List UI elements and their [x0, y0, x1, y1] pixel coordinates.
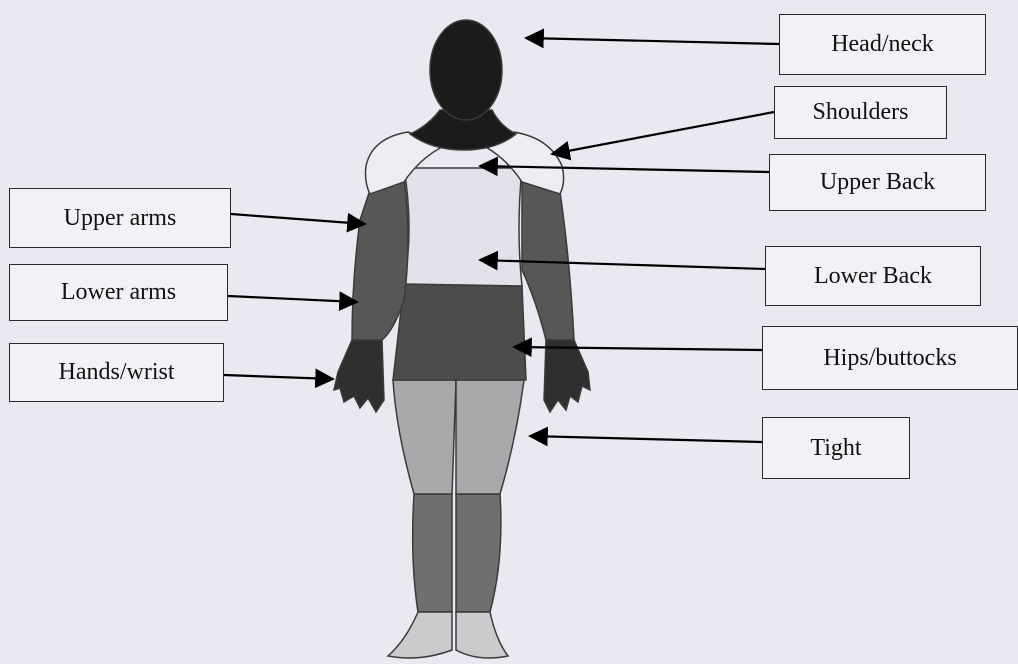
- arrow-lower-arms: [228, 296, 357, 302]
- thigh-right: [456, 380, 524, 494]
- human-figure: [334, 20, 590, 658]
- lower-leg-left: [413, 494, 452, 612]
- label-upper-arms: Upper arms: [9, 188, 231, 248]
- hand-left: [334, 340, 384, 412]
- label-hips-buttocks: Hips/buttocks: [762, 326, 1018, 390]
- arrow-hands-wrist: [224, 375, 333, 379]
- label-shoulders: Shoulders: [774, 86, 947, 139]
- thigh-left: [393, 380, 456, 494]
- lower-leg-right: [456, 494, 501, 612]
- back-region: [404, 168, 522, 286]
- arm-left: [352, 178, 408, 340]
- hand-right: [544, 340, 590, 412]
- label-head-neck: Head/neck: [779, 14, 986, 75]
- foot-left: [388, 612, 452, 658]
- arm-right: [522, 178, 574, 340]
- label-lower-back: Lower Back: [765, 246, 981, 306]
- arrow-tight: [530, 436, 762, 442]
- arrow-shoulders: [552, 112, 774, 154]
- foot-right: [456, 612, 508, 658]
- label-upper-back: Upper Back: [769, 154, 986, 211]
- arrow-head-neck: [526, 38, 779, 44]
- arrow-upper-arms: [231, 214, 365, 224]
- label-hands-wrist: Hands/wrist: [9, 343, 224, 402]
- hips-region: [393, 284, 526, 380]
- label-tight: Tight: [762, 417, 910, 479]
- head-region: [430, 20, 502, 120]
- label-lower-arms: Lower arms: [9, 264, 228, 321]
